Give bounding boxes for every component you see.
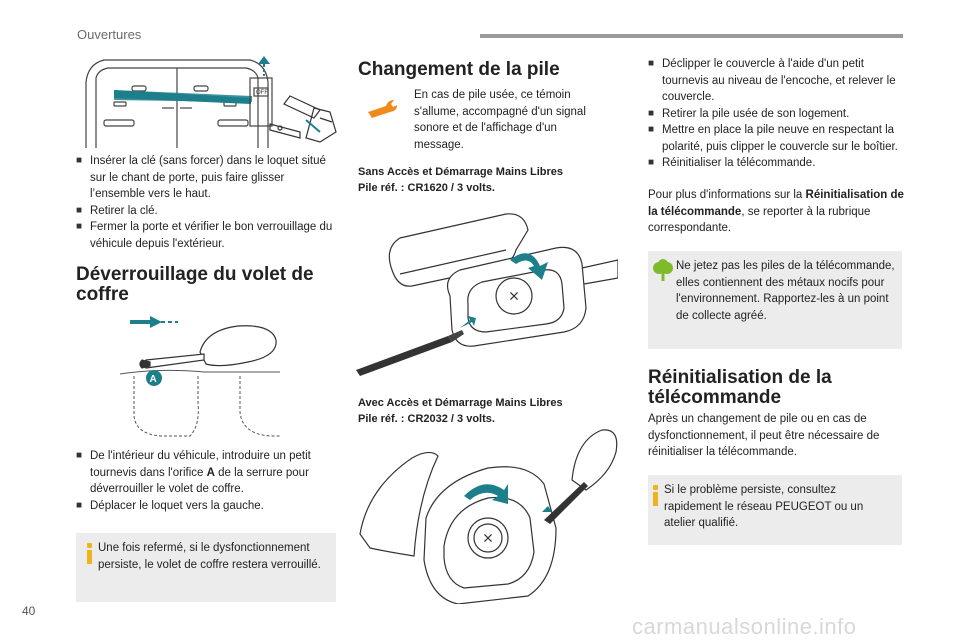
list-item: ■Déclipper le couvercle à l'aide d'un pe…: [648, 58, 896, 103]
watermark: carmanualsonline.info: [632, 614, 857, 639]
list-item: ■Insérer la clé (sans forcer) dans le lo…: [76, 155, 326, 200]
info-text: Une fois refermé, si le dysfonctionnemen…: [98, 542, 321, 571]
eco-text: Ne jetez pas les piles de la télécommand…: [676, 260, 895, 322]
info-text: Si le problème persiste, consultez rapid…: [664, 484, 864, 529]
section-title: Ouvertures: [77, 27, 142, 42]
battery-steps-list: ■Déclipper le couvercle à l'aide d'un pe…: [648, 56, 902, 172]
orifice-a-label: A: [150, 374, 157, 385]
latch-steps-list: ■Insérer la clé (sans forcer) dans le lo…: [76, 153, 336, 252]
battery-change-heading: Changement de la pile: [358, 59, 560, 80]
wrench-warning-icon: [368, 100, 397, 118]
info-icon: [653, 485, 658, 506]
warning-text: En cas de pile usée, ce témoin s'allume,…: [414, 89, 586, 151]
page-number: 40: [22, 604, 36, 618]
van-latch-figure: OFF: [85, 56, 337, 148]
list-item: ■Retirer la pile usée de son logement.: [648, 107, 850, 120]
header-divider: [480, 34, 903, 38]
tailgate-steps-list: ■De l'intérieur du véhicule, introduire …: [76, 448, 336, 514]
remote-battery-figure-2: [359, 429, 618, 604]
list-item: ■Fermer la porte et vérifier le bon verr…: [76, 221, 333, 250]
info-box-tailgate: Une fois refermé, si le dysfonctionnemen…: [76, 533, 336, 602]
list-item: ■Retirer la clé.: [76, 204, 158, 217]
tailgate-screwdriver-figure: A: [120, 316, 280, 437]
list-item: ■Déplacer le loquet vers la gauche.: [76, 499, 264, 512]
list-item: ■Réinitialiser la télécommande.: [648, 157, 816, 169]
remote-battery-figure-1: [356, 213, 618, 376]
off-label: OFF: [256, 90, 268, 96]
eco-box: Ne jetez pas les piles de la télécommand…: [648, 251, 902, 349]
list-item: ■Mettre en place la pile neuve en respec…: [648, 124, 898, 153]
reinit-text: Après un changement de pile ou en cas de…: [648, 413, 880, 458]
info-icon: [87, 543, 92, 564]
tree-eco-icon: [653, 259, 673, 281]
more-info-paragraph: Pour plus d'informations sur la Réinitia…: [648, 189, 904, 234]
list-item: ■De l'intérieur du véhicule, introduire …: [76, 450, 311, 495]
info-box-reinit: Si le problème persiste, consultez rapid…: [648, 475, 902, 545]
